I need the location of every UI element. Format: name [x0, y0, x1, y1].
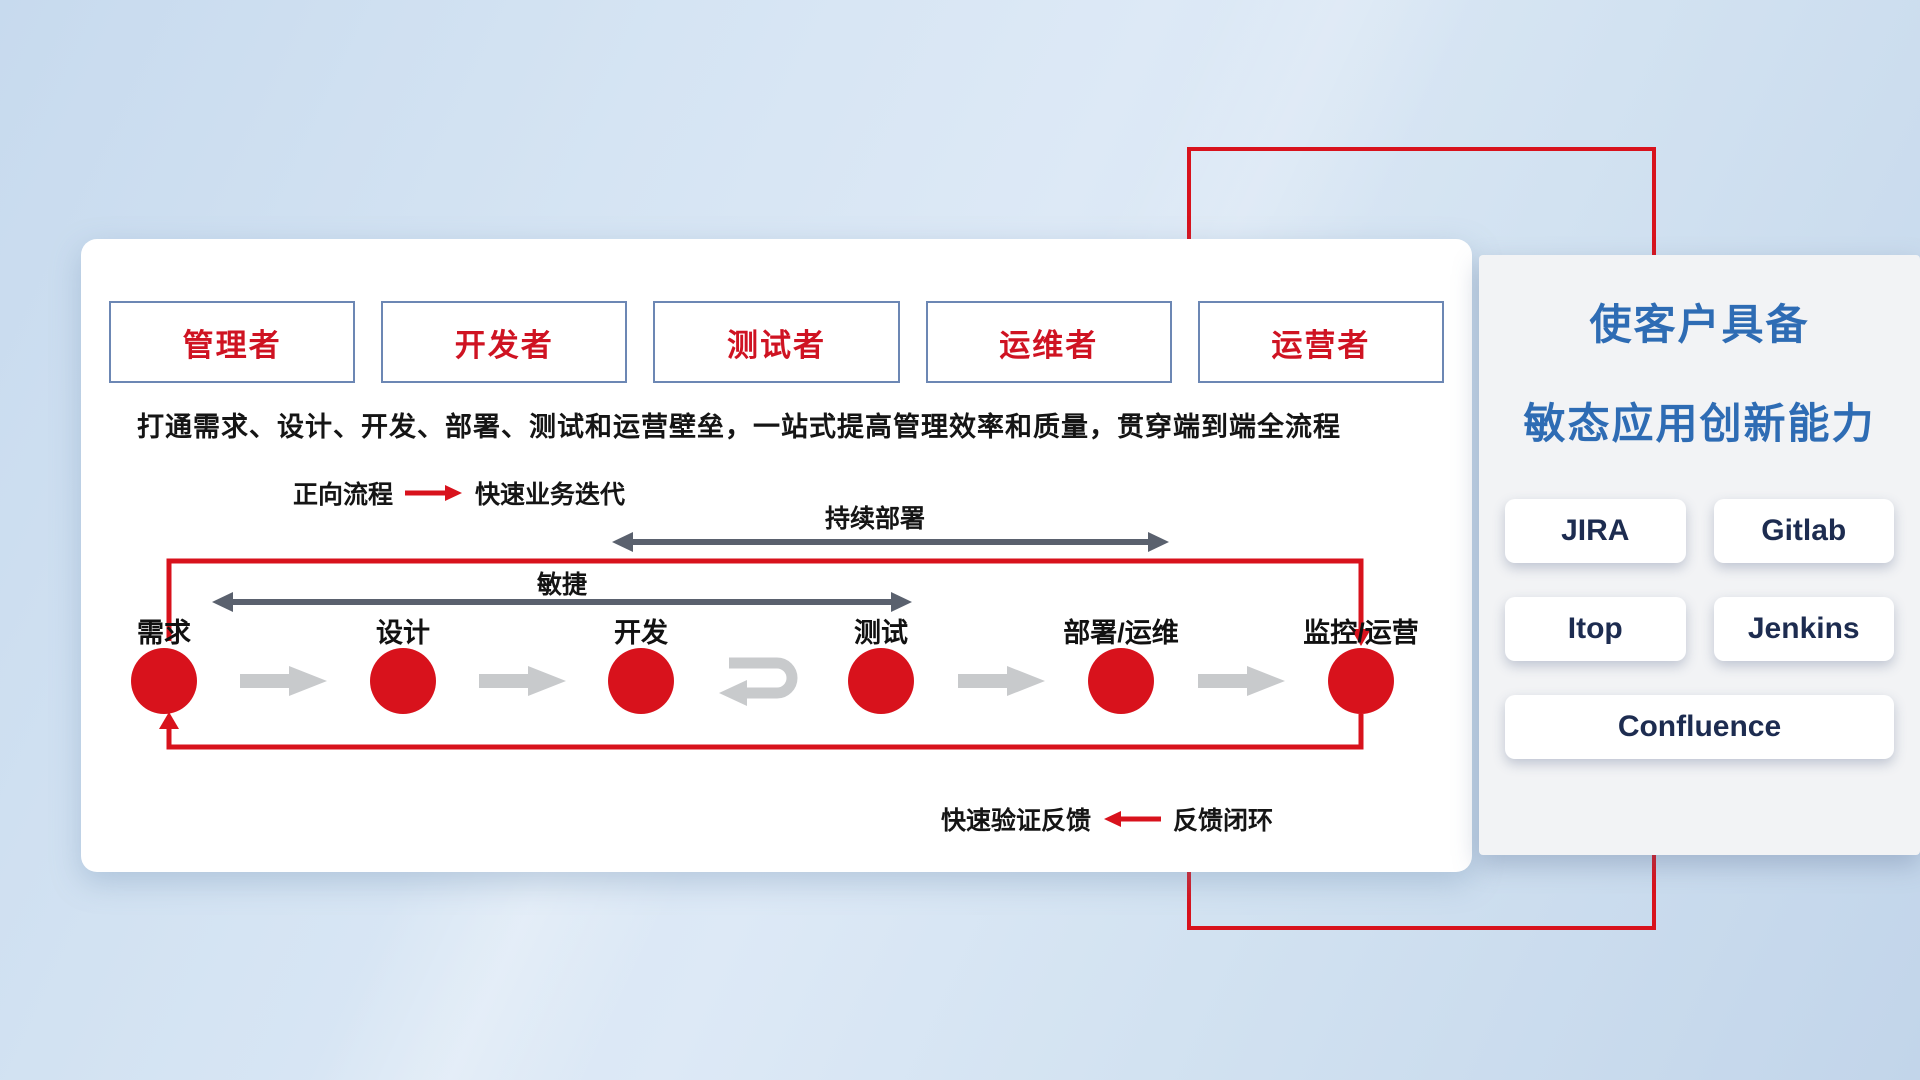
stage-label-test: 测试 — [854, 618, 908, 648]
stage-label-develop: 开发 — [614, 618, 668, 648]
role-label: 开发者 — [454, 327, 554, 363]
tool-confluence: Confluence — [1505, 695, 1894, 759]
stage-node-monitor — [1328, 648, 1394, 714]
stage-label-requirement: 需求 — [137, 618, 191, 648]
feedback-loop-arrowhead — [159, 712, 179, 729]
card-description: 打通需求、设计、开发、部署、测试和运营壁垒，一站式提高管理效率和质量，贯穿端到端… — [137, 412, 1341, 442]
stage-label-deploy-ops: 部署/运维 — [1063, 618, 1179, 648]
role-label: 管理者 — [182, 327, 282, 363]
iterate-uturn-arrowhead — [719, 680, 747, 706]
stage-node-design — [370, 648, 436, 714]
tool-label: Gitlab — [1761, 514, 1847, 547]
forward-legend-label: 正向流程 — [293, 481, 394, 509]
tool-itop: Itop — [1505, 597, 1686, 661]
tool-label: Itop — [1567, 612, 1623, 645]
stage-arrow-icon — [1198, 666, 1285, 696]
feedback-loop-legend: 快速验证反馈 反馈闭环 — [941, 801, 1273, 837]
forward-flow-legend: 正向流程 快速业务迭代 — [293, 475, 625, 511]
agile-arrow-left-head — [212, 592, 233, 612]
feedback-legend-value: 反馈闭环 — [1173, 807, 1274, 835]
role-box-ops: 运维者 — [925, 301, 1172, 383]
tool-jira: JIRA — [1505, 499, 1686, 563]
role-label: 运营者 — [1271, 327, 1371, 363]
feedback-legend-label: 快速验证反馈 — [941, 807, 1092, 835]
tool-jenkins: Jenkins — [1713, 597, 1894, 661]
role-box-developer: 开发者 — [381, 301, 628, 383]
stage-node-develop — [608, 648, 674, 714]
panel-title-line2: 敏态应用创新能力 — [1523, 400, 1876, 447]
agile-arrow-right-head — [891, 592, 912, 612]
role-label: 运维者 — [999, 327, 1099, 363]
continuous-deployment-arrow-right-head — [1148, 532, 1169, 552]
role-box-operator: 运营者 — [1197, 301, 1445, 383]
role-boxes-row: 管理者 开发者 测试者 运维者 运营者 — [109, 301, 1445, 383]
stage-arrow-icon — [958, 666, 1045, 696]
role-box-manager: 管理者 — [109, 301, 356, 383]
right-arrow-icon — [405, 485, 463, 501]
agile-label: 敏捷 — [536, 571, 587, 599]
role-label: 测试者 — [727, 327, 826, 363]
stage-arrow-icon — [479, 666, 566, 696]
stage-node-test — [848, 648, 914, 714]
forward-legend-value: 快速业务迭代 — [475, 481, 626, 509]
iterate-uturn-arrow-icon — [729, 657, 798, 699]
feedback-loop-line — [166, 714, 1364, 750]
stage-arrow-icon — [240, 666, 327, 696]
tool-label: Confluence — [1617, 710, 1782, 743]
stage-node-deploy-ops — [1088, 648, 1154, 714]
devops-flow-card: 管理者 开发者 测试者 运维者 运营者 打通需求、设计、开发、部署、测试和运营壁… — [81, 239, 1472, 872]
continuous-deployment-label: 持续部署 — [824, 505, 925, 533]
left-arrow-icon — [1104, 811, 1162, 827]
stage-label-design: 设计 — [376, 618, 430, 648]
stage-node-requirement — [131, 648, 197, 714]
tool-gitlab: Gitlab — [1713, 499, 1894, 563]
panel-title-line1: 使客户具备 — [1589, 301, 1810, 348]
role-box-tester: 测试者 — [653, 301, 900, 383]
tool-label: JIRA — [1561, 514, 1630, 547]
stage-label-monitor: 监控/运营 — [1303, 618, 1419, 648]
capability-panel: 使客户具备 敏态应用创新能力 JIRA Gitlab Itop Jenkins … — [1479, 255, 1920, 855]
continuous-deployment-arrow-left-head — [612, 532, 633, 552]
tool-label: Jenkins — [1747, 612, 1860, 645]
tools-grid: JIRA Gitlab Itop Jenkins Confluence — [1505, 499, 1894, 759]
